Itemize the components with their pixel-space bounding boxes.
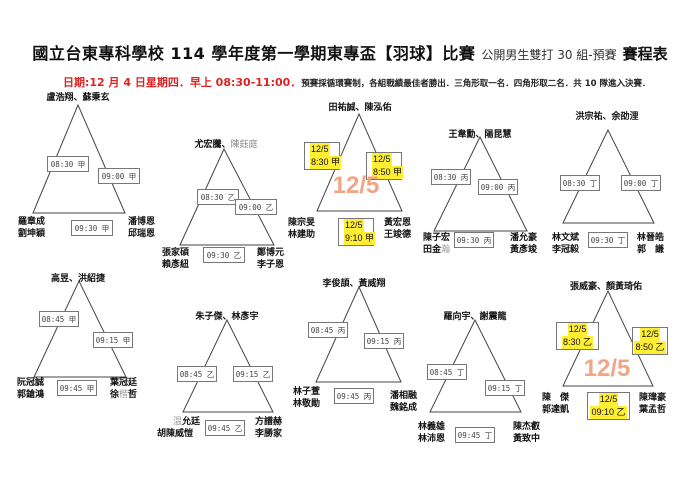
team-right: 陳瑋豪葉孟哲	[639, 393, 667, 415]
team-left: 張家碩賴彥紐	[162, 248, 190, 270]
reschedule-stamp: 12/5	[583, 355, 631, 382]
team-right: 陳杰叡黃致中	[513, 422, 541, 444]
triangle-shape	[562, 128, 655, 224]
match-box: 09:45 甲	[57, 380, 97, 396]
match-box: 08:30 乙	[197, 189, 239, 205]
team-right: 鄭博元李子恩	[257, 248, 285, 270]
team-right: 潘博恩邱瑞恩	[128, 217, 156, 239]
group-top-team: 王韋勳、陽昆慧	[448, 130, 512, 140]
team-left: 阮冠誠郭鎗鴻	[17, 378, 45, 400]
match-box: 09:00 乙	[235, 199, 277, 215]
team-right: 黃宏恩王竣德	[384, 218, 412, 240]
group-top-team: 盧浩翔、蘇秉玄	[46, 93, 110, 103]
group-top-team: 張威豪、顏黃琦佑	[569, 282, 643, 292]
team-right: 葉冠廷徐楷哲	[110, 378, 138, 400]
match-box: 09:15 甲	[93, 332, 133, 348]
match-box: 09:00 丙	[478, 179, 518, 195]
team-left: 林義雄林沛恩	[418, 422, 446, 444]
match-box: 09:45 丁	[455, 427, 495, 443]
match-box: 09:15 丙	[364, 333, 404, 349]
group-top-team: 高昱、洪紹捷	[50, 274, 106, 284]
subtitle: 日期:12 月 4 日星期四．早上 08:30-11:00．預賽採循環賽制，各組…	[63, 71, 651, 90]
group-top-team: 羅向宇、謝震龍	[443, 312, 507, 322]
team-right: 潘允豪黃彥竣	[510, 233, 538, 255]
team-right: 方譜赫李勝家	[255, 417, 283, 439]
group-top-team: 李俊頡、黃威翔	[322, 279, 386, 289]
title-sub: 公開男生雙打 30 組-預賽	[481, 48, 617, 62]
group-top-team: 洪宗祐、余劭浬	[575, 112, 639, 122]
title-main: 國立台東專科學校 114 學年度第一學期東專盃【羽球】比賽	[32, 44, 476, 63]
match-box: 09:30 乙	[203, 247, 245, 263]
team-left: 陳 傑郭達凱	[542, 393, 570, 415]
team-left: 陳宗旻林建助	[288, 218, 316, 240]
match-box: 09:00 甲	[98, 168, 140, 184]
triangle-shape	[33, 279, 127, 378]
date-line: 日期:12 月 4 日星期四．早上 08:30-11:00．	[63, 76, 302, 89]
team-left: 羅章成劉坤穎	[18, 217, 46, 239]
match-box: 09:30 丁	[588, 232, 628, 248]
match-box: 08:45 甲	[39, 311, 79, 327]
match-box: 09:30 丙	[454, 232, 494, 248]
team-right: 潘相融魏銘成	[390, 391, 418, 413]
title-end: 賽程表	[622, 45, 668, 63]
group-top-team: 田祐誠、陳泓佑	[328, 103, 392, 113]
page-title: 國立台東專科學校 114 學年度第一學期東專盃【羽球】比賽公開男生雙打 30 組…	[0, 40, 700, 64]
group-top-team: 朱子傑、林彥宇	[195, 312, 259, 322]
rules-note: 預賽採循環賽制，各組戰績最佳者勝出．三角形取一名．四角形取二名．共 10 隊進入…	[301, 79, 651, 89]
team-left: 林文斌李冠毅	[552, 233, 580, 255]
match-box: 09:45 丙	[334, 388, 374, 404]
match-box: 09:00 丁	[621, 175, 661, 191]
match-box: 08:45 丁	[427, 364, 467, 380]
match-box: 09:15 丁	[485, 380, 525, 396]
team-left: 陳子宏田金瀚	[423, 233, 451, 255]
team-left: 温允廷胡陳威愷	[157, 417, 201, 439]
match-box: 09:45 乙	[205, 420, 245, 436]
match-box: 08:30 丙	[431, 169, 471, 185]
group-top-team: 尤宏騰、陳鈺庭	[194, 140, 258, 150]
team-right: 林晉皓郭 謙	[637, 233, 665, 255]
match-box: 09:15 乙	[233, 366, 273, 382]
match-box: 08:30 丁	[560, 175, 600, 191]
match-box: 08:45 乙	[177, 366, 217, 382]
reschedule-stamp: 12/5	[332, 172, 380, 199]
match-box: 08:30 甲	[47, 156, 89, 172]
team-left: 林子萱林敬勛	[293, 387, 321, 409]
match-box: 09:30 甲	[71, 220, 113, 236]
match-box: 08:45 丙	[308, 322, 348, 338]
